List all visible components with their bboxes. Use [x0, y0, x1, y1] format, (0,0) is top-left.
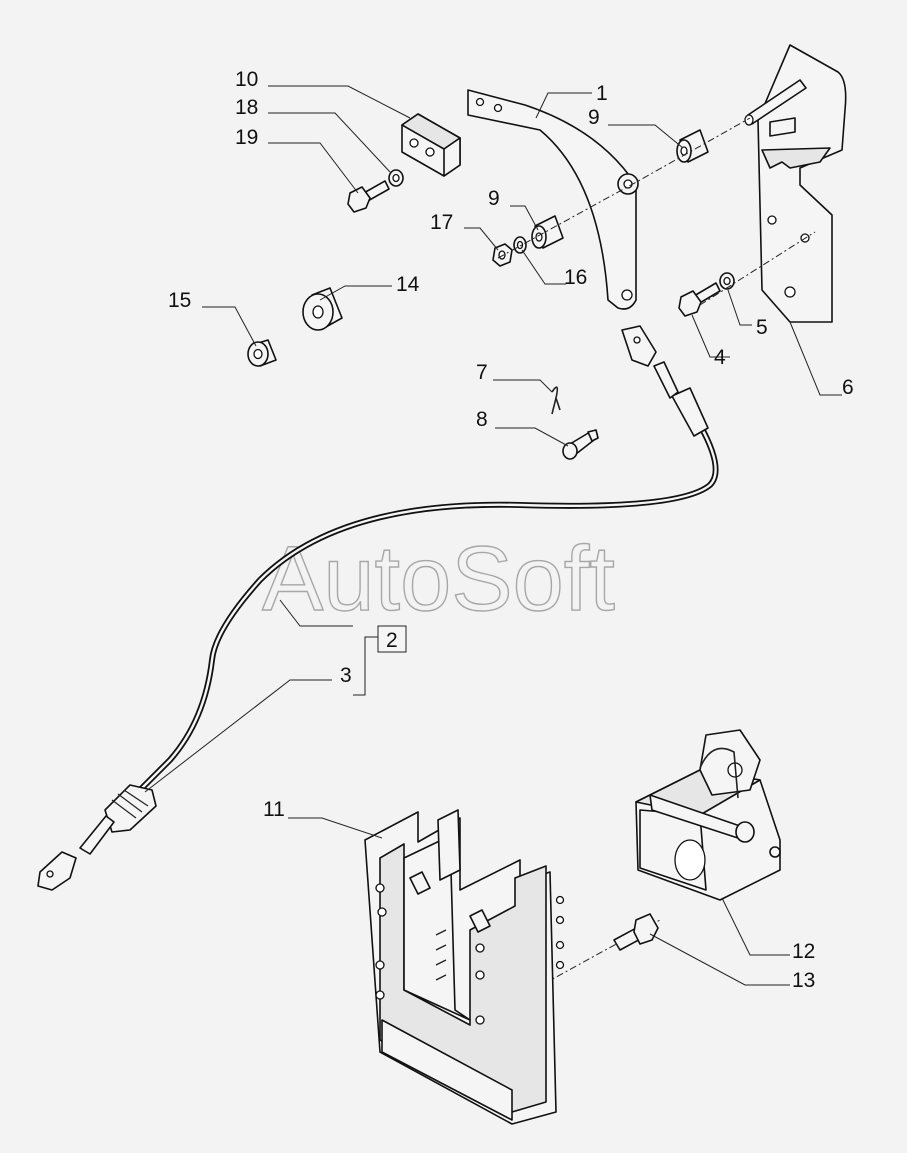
callout-15: 15: [168, 289, 191, 312]
callout-7: 7: [476, 361, 488, 384]
part-3-cable: [37, 325, 719, 891]
callout-16: 16: [564, 266, 587, 289]
callout-6: 6: [842, 376, 854, 399]
part-4-bolt: [678, 282, 721, 317]
watermark: AutoSoft: [262, 528, 615, 630]
callout-13: 13: [792, 969, 815, 992]
callout-19: 19: [235, 126, 258, 149]
callout-10: 10: [235, 68, 258, 91]
callout-18: 18: [235, 96, 258, 119]
callout-9-upper: 9: [588, 106, 600, 129]
part-1-bracket: [467, 89, 639, 310]
part-9-spacer-upper: [676, 129, 709, 163]
callout-3: 3: [340, 664, 352, 687]
callout-box-2: [377, 625, 407, 653]
callout-12: 12: [792, 940, 815, 963]
callout-5: 5: [756, 316, 768, 339]
part-6-mounting-plate: [744, 44, 847, 323]
part-10-block: [401, 113, 461, 177]
callout-9-lower: 9: [488, 187, 500, 210]
part-7-clip: [551, 386, 561, 415]
part-14-bushing: [302, 287, 343, 331]
callout-2: 2: [386, 629, 398, 652]
callout-17: 17: [430, 211, 453, 234]
part-15-washer: [247, 339, 277, 367]
part-8-pin: [562, 429, 599, 460]
assembly-axis-upper: [497, 117, 751, 259]
callout-4: 4: [714, 346, 726, 369]
part-12-hook-unit: [635, 729, 781, 901]
part-9-spacer-lower: [531, 215, 564, 249]
part-11-hitch-frame: [364, 809, 565, 1125]
part-19-bolt: [347, 180, 390, 213]
part-16-washer: [513, 236, 527, 254]
part-18-washer: [388, 169, 404, 187]
part-5-washer: [719, 272, 735, 290]
callout-11: 11: [263, 798, 285, 821]
callout-8: 8: [476, 408, 488, 431]
leader-lines: [144, 85, 842, 986]
part-13-bolt: [613, 913, 659, 951]
callout-14: 14: [396, 273, 420, 296]
callout-1: 1: [596, 82, 608, 105]
